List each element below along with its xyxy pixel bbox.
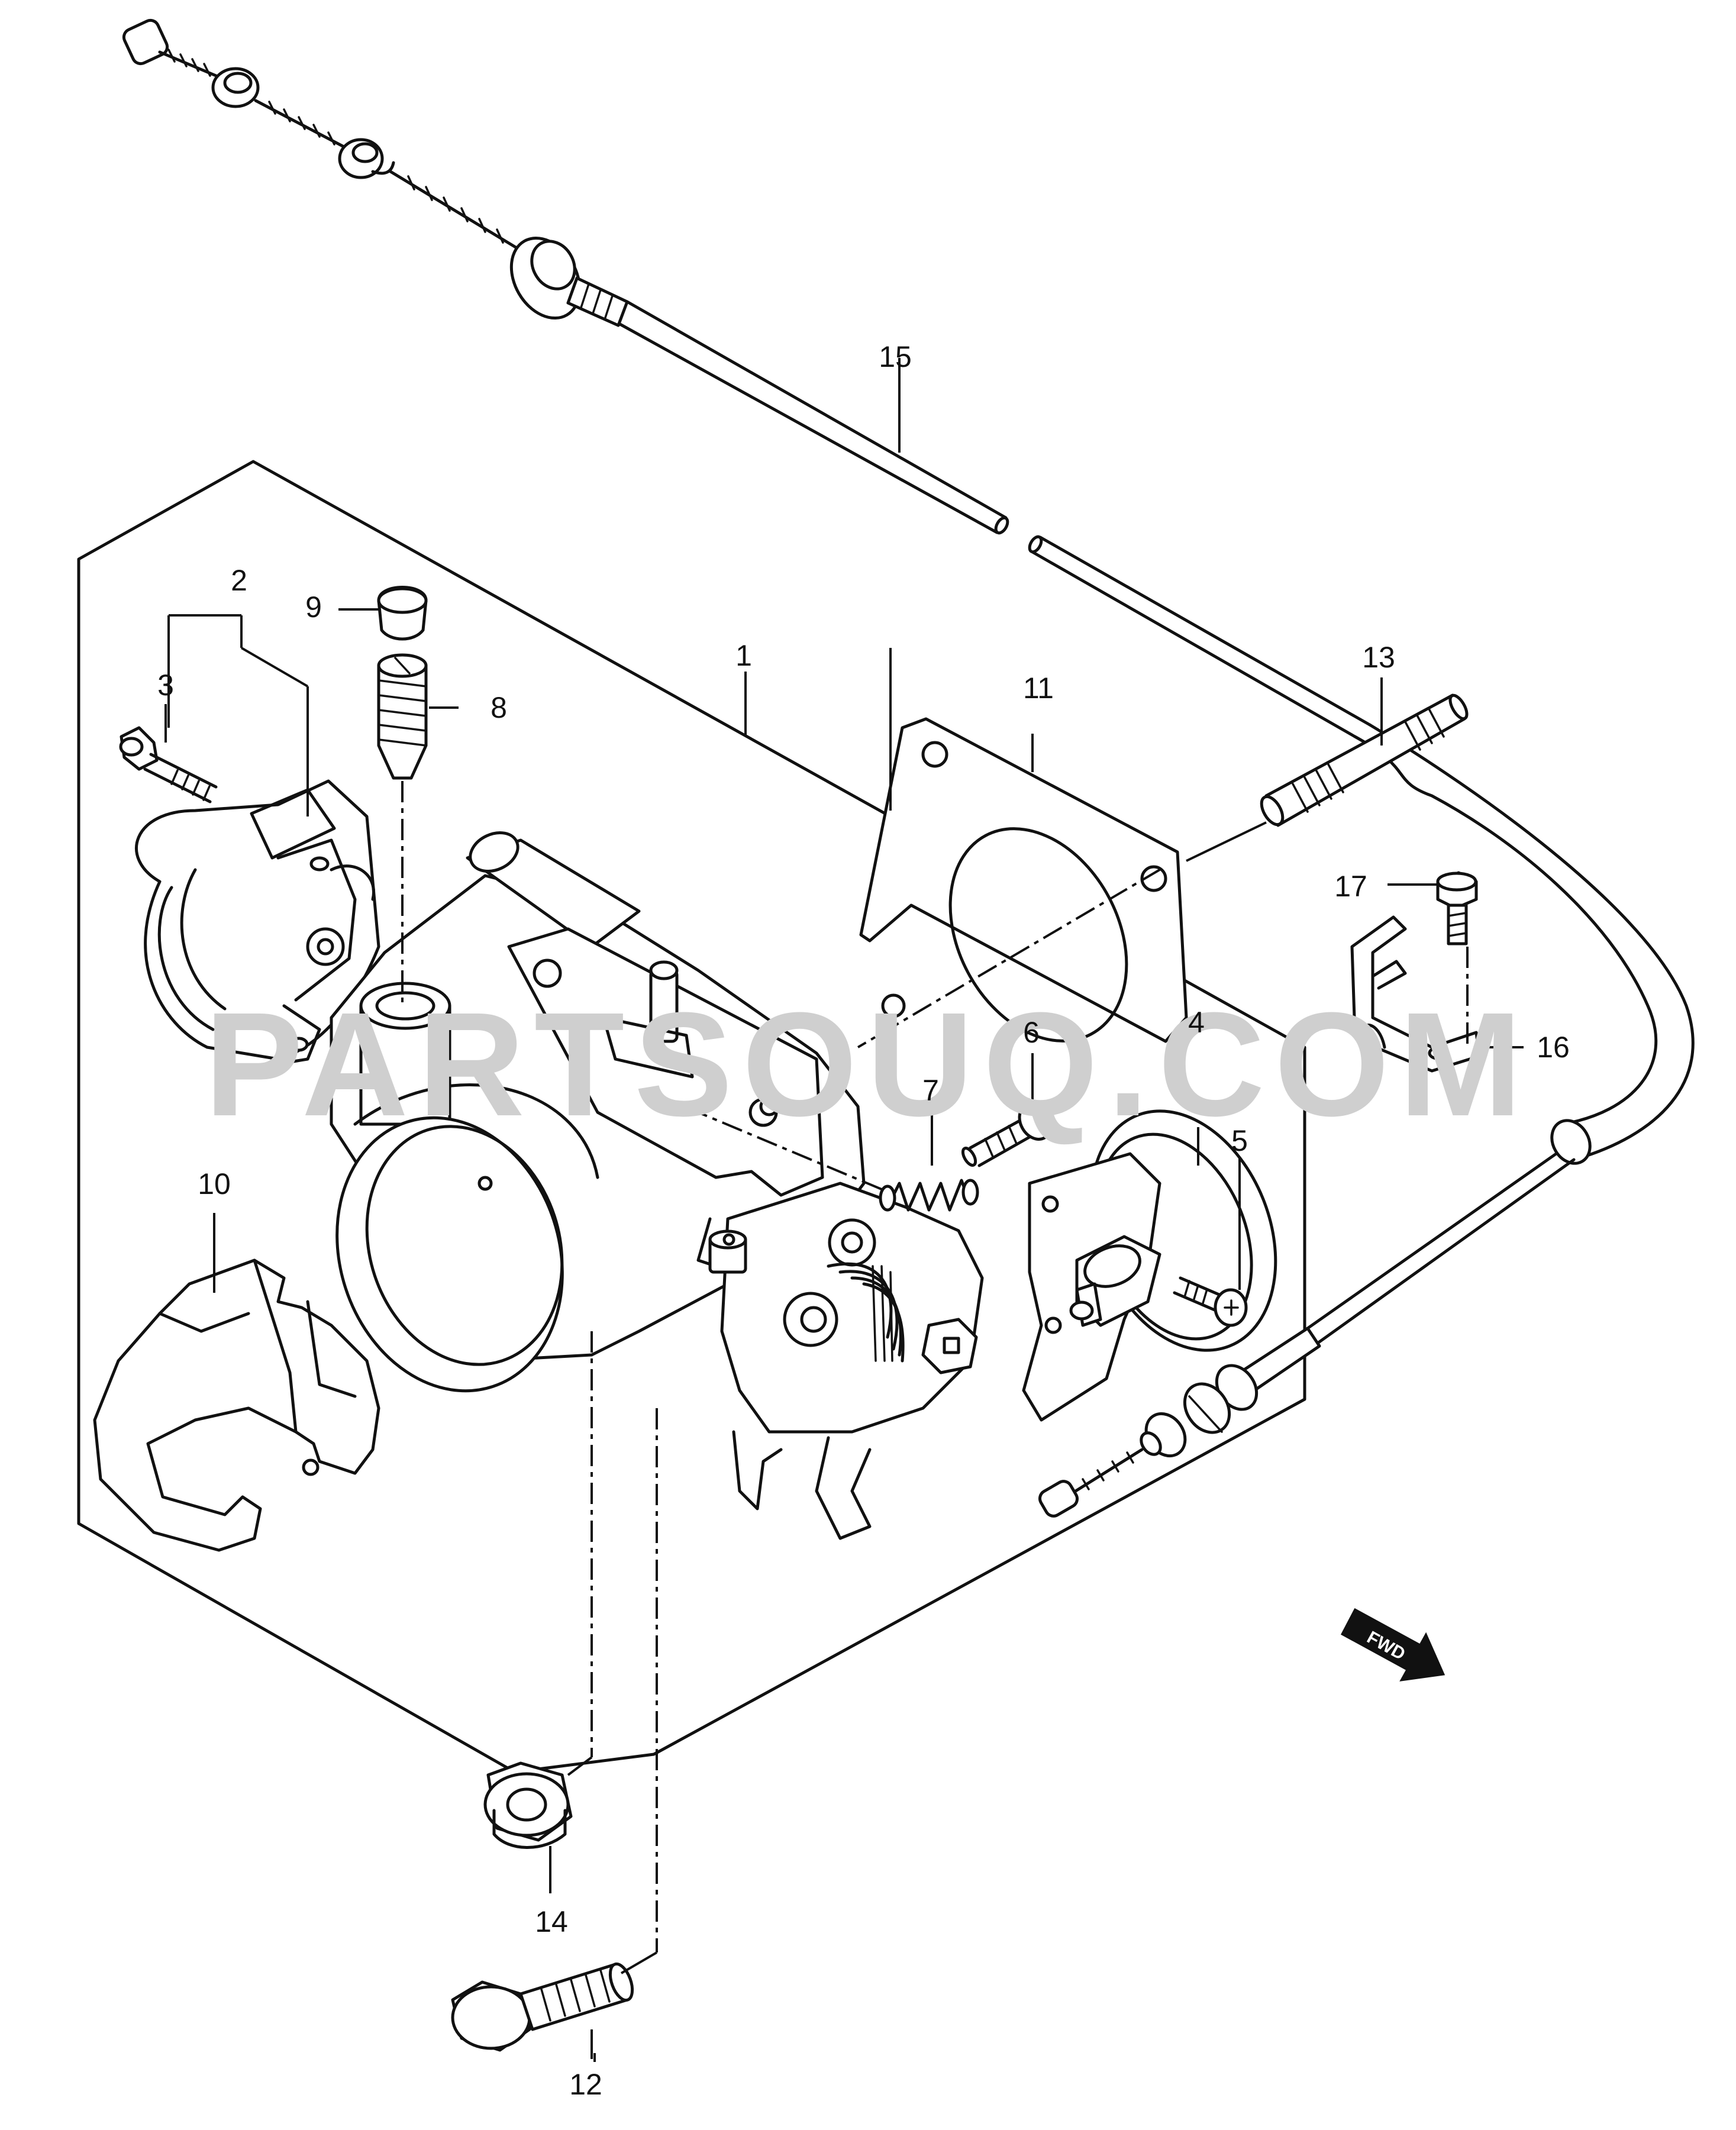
callout-6: 6 (1023, 1016, 1040, 1049)
callout-11: 11 (1023, 672, 1054, 705)
callout-8: 8 (491, 691, 507, 724)
callout-10: 10 (198, 1167, 231, 1200)
assembly-boundary (77, 460, 1306, 1774)
cable-bracket-part (1350, 915, 1481, 1073)
fwd-direction-arrow: FWD (1340, 1608, 1445, 1682)
sensor-screw-part (119, 726, 218, 803)
actuator-screw-part (1173, 1276, 1248, 1327)
callout-16: 16 (1537, 1031, 1570, 1064)
callout-4: 4 (1188, 1006, 1205, 1039)
callout-13: 13 (1362, 641, 1395, 674)
callout-leaders (164, 358, 1524, 2062)
callout-15: 15 (879, 340, 912, 373)
callout-3: 3 (157, 669, 174, 702)
cap-part (377, 586, 428, 641)
flange-bolt-part (451, 1962, 634, 2052)
callout-12: 12 (569, 2068, 602, 2101)
flange-nut-part (483, 1761, 573, 1849)
gasket-part (859, 717, 1188, 1043)
stud-bolt-part (1260, 693, 1469, 827)
bolt-part (1436, 871, 1478, 945)
callout-1: 1 (735, 639, 752, 672)
callout-5: 5 (1231, 1124, 1248, 1157)
cover-part (93, 1258, 380, 1552)
assembly-guide-lines (401, 781, 1469, 1974)
callout-14: 14 (535, 1905, 568, 1938)
callout-2: 2 (231, 564, 247, 597)
callout-7: 7 (922, 1074, 939, 1107)
callout-17: 17 (1334, 870, 1367, 903)
idle-screw-part (961, 1102, 1053, 1167)
callout-numbers: 1 2 3 4 5 6 7 8 9 10 11 12 13 14 15 16 1… (157, 340, 1570, 2101)
watermark: PARTSOUQ.COM (205, 982, 1532, 1147)
callout-9: 9 (305, 590, 322, 624)
throttle-body-part (330, 831, 984, 1540)
spring-part (879, 1179, 979, 1212)
adjusting-screw-part (377, 653, 428, 780)
throttle-cable-part (122, 18, 1695, 1518)
